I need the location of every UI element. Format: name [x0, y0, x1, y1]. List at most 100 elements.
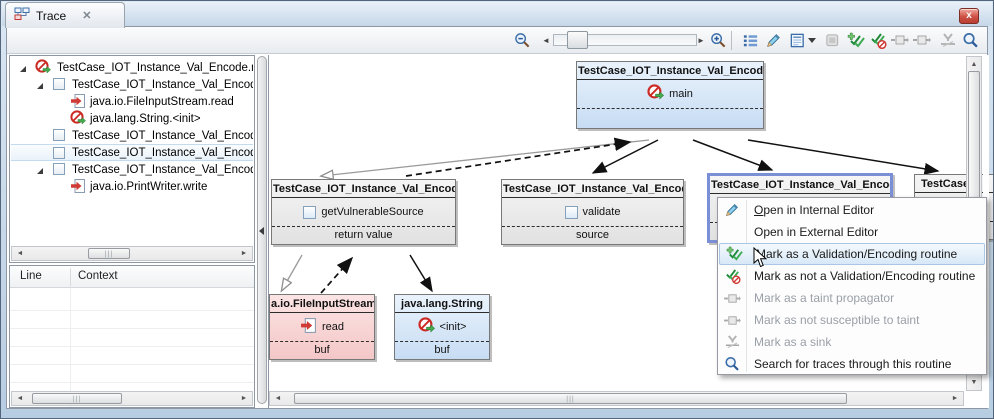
scroll-down-icon[interactable]: ▼	[970, 379, 978, 386]
toolbar-separator	[731, 31, 732, 50]
node-title: TestCase_IOT_Instance_Val_Encode	[272, 180, 455, 198]
edit-pencil-icon[interactable]	[764, 31, 782, 49]
tree-item[interactable]: java.io.PrintWriter.write	[11, 178, 253, 195]
table-column-line	[70, 288, 71, 407]
zoom-slider-track[interactable]	[553, 34, 697, 46]
table-row-line	[10, 328, 254, 329]
tree-item-selected[interactable]: TestCase_IOT_Instance_Val_Encod	[11, 144, 253, 161]
column-header-context[interactable]: Context	[78, 270, 118, 282]
tainted-routine-icon	[35, 59, 51, 75]
table-hscrollbar[interactable]: ◄ ||| ►	[11, 391, 253, 406]
expander-icon[interactable]	[36, 166, 45, 175]
expander-icon[interactable]	[36, 81, 45, 90]
graph-node-file-input-stream[interactable]: a.io.FileInputStream read buf	[269, 294, 375, 360]
tab-trace[interactable]: Trace ✕	[5, 2, 125, 28]
show-list-icon[interactable]	[741, 31, 759, 49]
tab-bar	[7, 27, 987, 54]
scroll-thumb[interactable]: |||	[294, 393, 847, 404]
menu-item-label: Mark as a taint propagator	[754, 291, 895, 305]
table-row-line	[10, 310, 254, 311]
trace-view-icon	[14, 7, 30, 24]
tree-item-label: java.lang.String.<init>	[90, 112, 201, 125]
node-title: java.lang.String	[395, 295, 489, 313]
scroll-thumb[interactable]: |||	[88, 248, 130, 259]
menu-item-mark-sink: Mark as a sink	[718, 331, 986, 353]
column-divider[interactable]	[70, 268, 71, 286]
menu-item-mark-not-validation[interactable]: Mark as not a Validation/Encoding routin…	[718, 265, 986, 287]
search-traces-toolbar-icon[interactable]	[961, 31, 979, 49]
scroll-right-icon[interactable]: ►	[240, 395, 248, 402]
tree-item-label: TestCase_IOT_Instance_Val_Encod	[72, 78, 253, 91]
node-title: TestCase_I	[915, 175, 993, 193]
tree-item-root[interactable]: TestCase_IOT_Instance_Val_Encode.m	[11, 59, 253, 76]
node-method-label: getVulnerableSource	[321, 206, 424, 218]
context-table-panel: Line Context ◄ ||| ►	[9, 265, 255, 408]
table-row-line	[10, 364, 254, 365]
zoom-slider-thumb[interactable]	[567, 31, 588, 49]
scroll-thumb[interactable]: |||	[32, 393, 122, 404]
tree-item[interactable]: TestCase_IOT_Instance_Val_Encod	[11, 76, 253, 93]
tainted-routine-icon	[647, 84, 665, 104]
zoom-in-icon[interactable]	[709, 31, 727, 49]
graph-node-java-lang-string[interactable]: java.lang.String <init> buf	[394, 294, 490, 360]
tree-hscrollbar[interactable]: ◄ ||| ►	[11, 246, 253, 261]
menu-item-mark-validation[interactable]: Mark as a Validation/Encoding routine	[719, 243, 985, 265]
scroll-right-icon[interactable]: ►	[240, 250, 248, 257]
tree-item-label: TestCase_IOT_Instance_Val_Encod	[72, 129, 253, 142]
column-header-line[interactable]: Line	[20, 270, 42, 282]
menu-item-open-external-editor[interactable]: Open in External Editor	[718, 221, 986, 243]
menu-item-label: Mark as not a Validation/Encoding routin…	[754, 269, 976, 283]
graph-hscrollbar[interactable]: ◄ ||| ►	[269, 391, 964, 406]
node-port-label: buf	[314, 344, 330, 356]
graph-node-validate[interactable]: TestCase_IOT_Instance_Val_Encode validat…	[501, 179, 684, 245]
menu-item-label: Search for traces through this routine	[754, 357, 952, 371]
checkbox[interactable]	[53, 78, 65, 90]
mark-not-validation-icon[interactable]	[869, 31, 887, 49]
tree-item[interactable]: java.lang.String.<init>	[11, 110, 253, 127]
zoom-slider-right-arrow[interactable]: ►	[697, 36, 705, 45]
zoom-slider-left-arrow[interactable]: ◄	[542, 36, 550, 45]
report-dropdown-icon[interactable]	[807, 31, 817, 49]
call-arrow-icon	[300, 317, 317, 337]
trace-tree-panel: TestCase_IOT_Instance_Val_Encode.m TestC…	[9, 55, 255, 263]
tab-close-icon[interactable]: ✕	[82, 10, 92, 22]
scroll-right-icon[interactable]: ►	[951, 395, 959, 402]
node-method-label: validate	[582, 206, 621, 218]
node-title: TestCase_IOT_Instance_Val_Encode	[577, 62, 763, 80]
panel-sash[interactable]	[257, 56, 267, 404]
checkbox[interactable]	[53, 129, 65, 141]
table-row-line	[10, 382, 254, 383]
tree-item-label: TestCase_IOT_Instance_Val_Encod	[72, 146, 253, 159]
tree-item-label: TestCase_IOT_Instance_Val_Encode.m	[57, 61, 253, 74]
mark-validation-icon	[725, 245, 743, 263]
expander-icon[interactable]	[19, 64, 28, 73]
checkbox[interactable]	[303, 205, 317, 219]
scroll-up-icon[interactable]: ▲	[970, 61, 978, 68]
collapse-left-icon[interactable]	[259, 227, 264, 235]
mark-not-susceptible-icon	[913, 31, 931, 49]
checkbox[interactable]	[53, 147, 65, 159]
tree-item[interactable]: TestCase_IOT_Instance_Val_Encod	[11, 127, 253, 144]
tainted-routine-icon	[417, 317, 435, 337]
scroll-left-icon[interactable]: ◄	[16, 395, 24, 402]
menu-item-mark-taint-propagator: Mark as a taint propagator	[718, 287, 986, 309]
tree-item[interactable]: java.io.FileInputStream.read	[11, 93, 253, 110]
menu-item-label: Mark as a Validation/Encoding routine	[756, 247, 958, 261]
mark-validation-icon[interactable]	[847, 31, 865, 49]
tree-item[interactable]: TestCase_IOT_Instance_Val_Encod	[11, 161, 253, 178]
node-port-label: buf	[434, 344, 450, 356]
window-close-button[interactable]: x	[959, 8, 979, 24]
tab-label: Trace	[36, 8, 67, 23]
menu-item-open-internal-editor[interactable]: Open in Internal Editor	[718, 199, 986, 221]
graph-node-get-vulnerable-source[interactable]: TestCase_IOT_Instance_Val_Encode getVuln…	[271, 179, 456, 245]
menu-item-search-traces[interactable]: Search for traces through this routine	[718, 353, 986, 375]
zoom-out-icon[interactable]	[513, 31, 531, 49]
open-report-icon[interactable]	[788, 31, 806, 49]
checkbox[interactable]	[53, 163, 65, 175]
scroll-left-icon[interactable]: ◄	[274, 395, 282, 402]
scroll-left-icon[interactable]: ◄	[16, 250, 24, 257]
checkbox[interactable]	[564, 205, 578, 219]
node-method-label: <init>	[439, 321, 467, 333]
graph-node-main[interactable]: TestCase_IOT_Instance_Val_Encode main	[576, 61, 764, 129]
